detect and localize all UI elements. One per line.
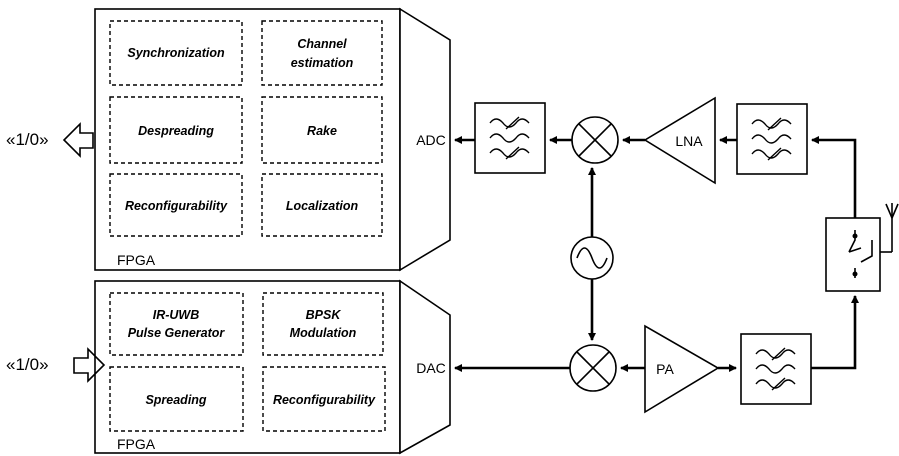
svg-text:Pulse Generator: Pulse Generator	[128, 326, 226, 340]
svg-text:Rake: Rake	[307, 124, 337, 138]
svg-text:Localization: Localization	[286, 199, 359, 213]
amplifier-icon	[643, 96, 716, 185]
rx-antenna-filter	[736, 103, 808, 175]
tx-filter	[740, 333, 812, 405]
rx-fpga-block: ADC FPGA Synchronization Channel estimat…	[94, 7, 451, 272]
svg-text:Spreading: Spreading	[145, 393, 206, 407]
svg-text:Reconfigurability: Reconfigurability	[125, 199, 228, 213]
antenna-icon	[880, 203, 899, 253]
rx-mixer	[571, 116, 619, 164]
svg-text:IR-UWB: IR-UWB	[153, 308, 200, 322]
fn-reconfigurability-tx	[262, 366, 386, 432]
tx-mixer	[569, 344, 617, 392]
svg-text:Despreading: Despreading	[138, 124, 214, 138]
fn-pulse-generator	[109, 292, 244, 356]
signal-wires	[454, 136, 859, 372]
pa-amplifier: PA	[644, 324, 720, 414]
adc-label: ADC	[416, 132, 446, 148]
lna-amplifier: LNA	[643, 96, 716, 185]
fn-channel-estimation	[261, 20, 383, 86]
rx-fpga-label: FPGA	[117, 252, 156, 268]
fn-rake	[261, 96, 383, 164]
adc-converter	[399, 7, 451, 272]
svg-text:estimation: estimation	[291, 56, 354, 70]
input-arrow-icon	[73, 347, 106, 383]
rx-filter	[474, 102, 546, 174]
fn-reconfigurability-rx	[109, 173, 243, 237]
rx-output-label: «1/0»	[6, 130, 49, 149]
tx-input-label: «1/0»	[6, 355, 49, 374]
tr-switch	[825, 217, 881, 292]
fn-spreading	[109, 366, 244, 432]
fn-despreading	[109, 96, 243, 164]
fn-bpsk-modulation	[262, 292, 384, 356]
fn-synchronization	[109, 20, 243, 86]
lna-label: LNA	[675, 133, 703, 149]
fn-localization	[261, 173, 383, 237]
tx-fpga-block: DAC FPGA IR-UWB Pulse Generator BPSK Mod…	[94, 279, 451, 455]
svg-text:BPSK: BPSK	[306, 308, 342, 322]
dac-label: DAC	[416, 360, 446, 376]
dac-converter	[399, 279, 451, 455]
tx-fpga-label: FPGA	[117, 436, 156, 452]
svg-text:Modulation: Modulation	[290, 326, 357, 340]
svg-text:Channel: Channel	[297, 37, 347, 51]
rx-output: «1/0»	[6, 122, 94, 158]
svg-text:Synchronization: Synchronization	[127, 46, 225, 60]
pa-label: PA	[656, 361, 674, 377]
output-arrow-icon	[62, 122, 94, 158]
svg-text:Reconfigurability: Reconfigurability	[273, 393, 376, 407]
tx-input: «1/0»	[6, 347, 106, 383]
local-oscillator	[570, 236, 614, 280]
